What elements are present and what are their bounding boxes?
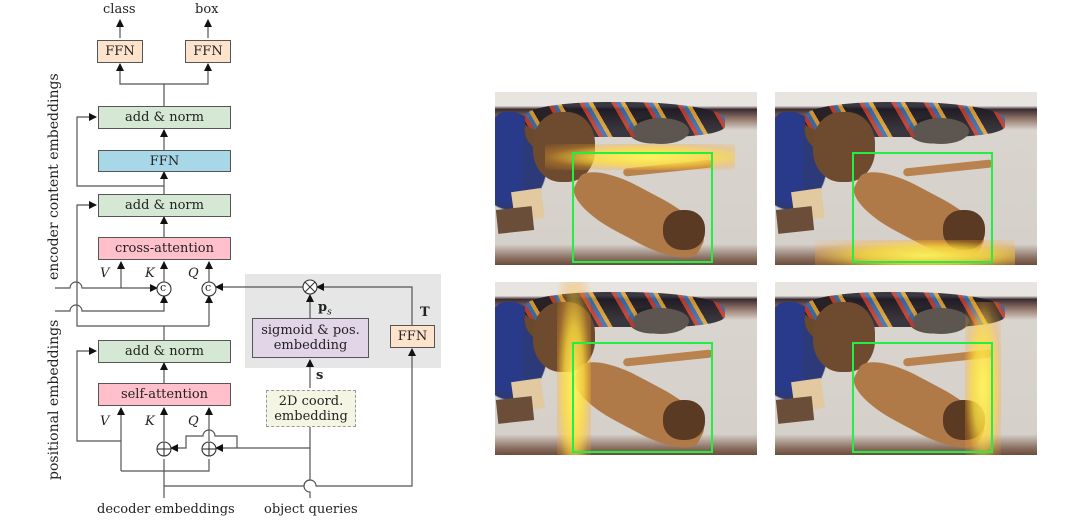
concat-k-symbol: c — [160, 281, 167, 294]
attention-map-top-edge — [495, 92, 757, 265]
cross-q-label: Q — [188, 266, 199, 281]
bounding-box — [572, 152, 713, 263]
self-q-label: Q — [188, 414, 199, 429]
attention-map-right-edge — [775, 282, 1037, 455]
cross-attention-box: cross-attention — [98, 237, 231, 260]
positional-embeddings-label: positional embeddings — [46, 319, 62, 480]
cross-v-label: V — [100, 266, 110, 281]
ffn-class-box: FFN — [97, 40, 143, 63]
attention-map-bottom-edge — [775, 92, 1037, 265]
bounding-box — [852, 342, 993, 453]
2d-coord-embedding-box: 2D coord. embedding — [266, 390, 356, 427]
cross-k-label: K — [145, 266, 155, 281]
bounding-box — [572, 342, 713, 453]
wires — [55, 19, 416, 498]
add-norm-bottom-box: add & norm — [98, 340, 231, 363]
encoder-content-embeddings-label: encoder content embeddings — [46, 73, 62, 280]
attention-map-left-edge — [495, 282, 757, 455]
s-label: s — [316, 368, 324, 383]
ps-subscript: s — [327, 307, 332, 318]
self-k-label: K — [145, 414, 155, 429]
ps-label: ps — [318, 300, 332, 318]
ps-main: p — [318, 300, 328, 315]
add-norm-top-box: add & norm — [98, 106, 231, 129]
sigmoid-pos-embedding-box: sigmoid & pos. embedding — [252, 318, 369, 358]
decoder-layer-diagram: c c class box FFN FFN add & norm FFN add… — [0, 0, 460, 528]
self-attention-box: self-attention — [98, 383, 231, 406]
self-v-label: V — [100, 414, 110, 429]
ffn-T-box: FFN — [390, 325, 435, 348]
concat-q-symbol: c — [205, 281, 212, 294]
object-queries-label: object queries — [264, 502, 358, 517]
output-class-label: class — [103, 2, 136, 17]
ffn-middle-box: FFN — [98, 150, 231, 172]
T-label: T — [420, 305, 430, 320]
decoder-embeddings-label: decoder embeddings — [97, 502, 235, 517]
bounding-box — [852, 152, 993, 263]
add-norm-middle-box: add & norm — [98, 194, 231, 217]
ffn-box-box: FFN — [185, 40, 231, 63]
output-box-label: box — [195, 2, 219, 17]
